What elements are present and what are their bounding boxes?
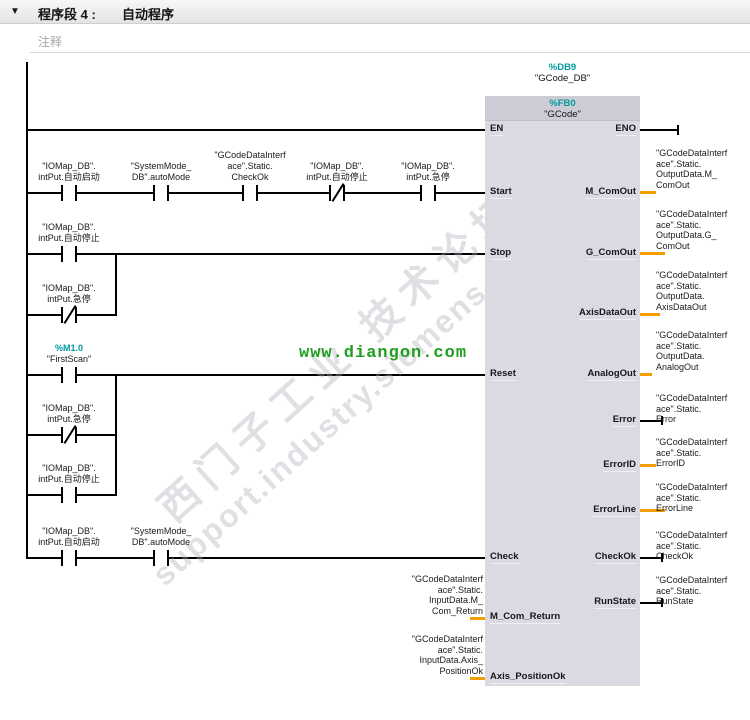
contact-nc-estop[interactable]: [61, 305, 77, 324]
operand-label[interactable]: "IOMap_DB". intPut.自动启动: [38, 526, 100, 547]
param-eno: ENO: [615, 123, 636, 136]
collapse-triangle-icon[interactable]: ▼: [10, 6, 20, 17]
operand-label[interactable]: "IOMap_DB". intPut.自动停止: [38, 222, 100, 243]
wire-checkok-end: [661, 553, 663, 562]
wire-checkok: [640, 557, 662, 559]
operand-label[interactable]: "GCodeDataInterf ace".Static. ErrorID: [656, 437, 728, 468]
param-error: Error: [612, 414, 636, 427]
wire-rung3: [26, 374, 485, 376]
operand-label[interactable]: "SystemMode_ DB".autoMode: [130, 161, 192, 182]
wire-rung2-merge: [115, 253, 117, 316]
param-runstate: RunState: [594, 596, 636, 609]
nc-slash-icon: [331, 183, 345, 202]
operand-label[interactable]: "GCodeDataInterf ace".Static. ErrorLine: [656, 482, 728, 513]
operand-label[interactable]: "IOMap_DB". intPut.自动停止: [306, 161, 368, 182]
power-rail: [26, 62, 28, 559]
nc-slash-icon: [63, 305, 77, 324]
operand-label[interactable]: "GCodeDataInterf ace".Static. InputData.…: [411, 574, 483, 616]
operand-label[interactable]: "GCodeDataInterf ace".Static. OutputData…: [656, 270, 728, 312]
param-m-comout: M_ComOut: [585, 186, 636, 199]
instance-db-label[interactable]: %DB9 "GCode_DB": [485, 62, 640, 84]
network-number: 程序段 4 :: [38, 7, 96, 22]
contact-no-auto-stop[interactable]: [61, 487, 77, 503]
stub-errorid[interactable]: [640, 464, 656, 467]
contact-nc-estop[interactable]: [61, 425, 77, 444]
wire-eno: [640, 129, 678, 131]
param-errorline: ErrorLine: [593, 504, 636, 517]
stub-m-comout[interactable]: [640, 191, 656, 194]
wire-en: [26, 129, 485, 131]
contact-no-firstscan[interactable]: [61, 367, 77, 383]
operand-label[interactable]: "IOMap_DB". intPut.自动停止: [38, 463, 100, 484]
param-check: Check: [490, 551, 519, 564]
contact-no-automode[interactable]: [153, 550, 169, 566]
operand-address[interactable]: %M1.0: [54, 343, 83, 353]
operand-label[interactable]: "GCodeDataInterf ace".Static. OutputData…: [656, 148, 728, 190]
fb-block-header: %FB0 "GCode": [485, 96, 640, 121]
operand-label[interactable]: "IOMap_DB". intPut.急停: [42, 403, 96, 424]
contact-no-auto-start[interactable]: [61, 550, 77, 566]
contact-no-automode[interactable]: [153, 185, 169, 201]
operand-label[interactable]: "FirstScan": [46, 354, 92, 364]
operand-label[interactable]: "GCodeDataInterf ace".Static. InputData.…: [411, 634, 483, 676]
param-reset: Reset: [490, 368, 516, 381]
wire-runstate: [640, 602, 662, 604]
wire-rung2: [26, 253, 485, 255]
param-axis-positionok: Axis_PositionOk: [490, 671, 566, 684]
diangon-watermark: www.diangon.com: [299, 344, 468, 363]
param-start: Start: [490, 186, 512, 199]
param-analogout: AnalogOut: [587, 368, 636, 381]
network-header[interactable]: ▼ 程序段 4 : 自动程序: [0, 0, 750, 24]
operand-label[interactable]: "IOMap_DB". intPut.急停: [401, 161, 455, 182]
operand-label[interactable]: "GCodeDataInterf ace".Static. Error: [656, 393, 728, 424]
param-axisdataout: AxisDataOut: [578, 307, 636, 320]
comment-separator: [30, 52, 750, 53]
operand-label[interactable]: "IOMap_DB". intPut.自动启动: [38, 161, 100, 182]
param-g-comout: G_ComOut: [585, 247, 636, 260]
contact-nc-auto-stop[interactable]: [329, 183, 345, 202]
operand-label[interactable]: "GCodeDataInterf ace".Static. RunState: [656, 575, 728, 606]
param-en: EN: [490, 123, 504, 136]
stub-axisdataout[interactable]: [640, 313, 660, 316]
operand-label[interactable]: "GCodeDataInterf ace".Static. OutputData…: [656, 209, 728, 251]
operand-label[interactable]: "SystemMode_ DB".autoMode: [130, 526, 192, 547]
fb-gcode-block[interactable]: %FB0 "GCode": [485, 96, 640, 686]
operand-label[interactable]: "IOMap_DB". intPut.急停: [42, 283, 96, 304]
stub-errorline[interactable]: [640, 509, 665, 512]
stub-axis-positionok[interactable]: [470, 677, 485, 680]
wire-runstate-end: [661, 598, 663, 607]
contact-no-auto-start[interactable]: [61, 185, 77, 201]
param-errorid: ErrorID: [603, 459, 636, 472]
nc-slash-icon: [63, 425, 77, 444]
param-m-com-return: M_Com_Return: [490, 611, 561, 624]
operand-label[interactable]: "GCodeDataInterf ace".Static. OutputData…: [656, 330, 728, 372]
network-comment-field[interactable]: 注释: [38, 35, 63, 49]
wire-rung4: [26, 557, 485, 559]
wire-error: [640, 420, 662, 422]
wire-error-end: [661, 416, 663, 425]
param-checkok: CheckOk: [594, 551, 636, 564]
stub-analogout[interactable]: [640, 373, 652, 376]
wire-rung3-merge: [115, 374, 117, 496]
contact-no-auto-stop[interactable]: [61, 246, 77, 262]
fb-address: %FB0: [549, 98, 576, 109]
db-address: %DB9: [548, 62, 577, 73]
wire-eno-end: [677, 125, 679, 135]
network-title[interactable]: 自动程序: [122, 7, 175, 22]
operand-label[interactable]: "GCodeDataInterf ace".Static. CheckOk: [656, 530, 728, 561]
fb-name: "GCode": [544, 109, 581, 120]
contact-no-checkok[interactable]: [242, 185, 258, 201]
param-stop: Stop: [490, 247, 512, 260]
contact-no-estop[interactable]: [420, 185, 436, 201]
db-name: "GCode_DB": [534, 73, 591, 84]
operand-label[interactable]: "GCodeDataInterf ace".Static. CheckOk: [214, 150, 286, 182]
stub-g-comout[interactable]: [640, 252, 665, 255]
stub-m-com-return[interactable]: [470, 617, 485, 620]
